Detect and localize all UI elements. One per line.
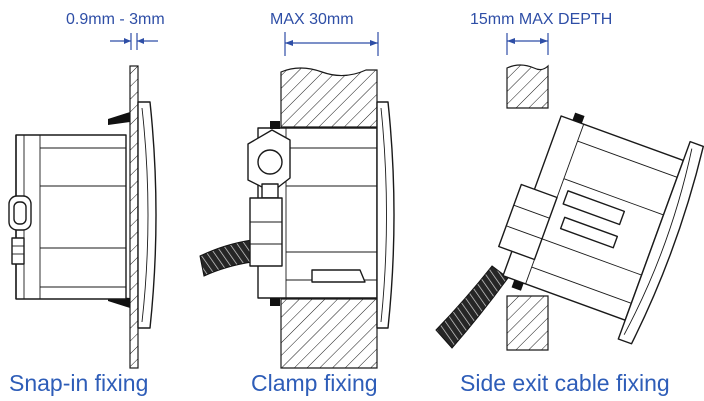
clamp-wall-bottom	[280, 298, 378, 369]
side-exit-dimension-label: 15mm MAX DEPTH	[470, 11, 612, 28]
clamp-dimension: MAX 30mm	[270, 11, 379, 56]
side-exit-wall-bottom	[506, 295, 549, 351]
clamp-caption: Clamp fixing	[251, 370, 378, 396]
snap-in-panel	[129, 65, 139, 369]
side-exit-caption: Side exit cable fixing	[460, 370, 670, 396]
snap-in-dimension-label: 0.9mm - 3mm	[66, 11, 165, 28]
snap-in-caption: Snap-in fixing	[9, 370, 149, 396]
snap-in-dimension: 0.9mm - 3mm	[66, 11, 165, 50]
side-exit-diagram: 15mm MAX DEPTH	[435, 11, 704, 351]
clamp-dimension-label: MAX 30mm	[270, 11, 354, 28]
clamp-wall-top	[280, 67, 378, 128]
side-exit-wall-top	[506, 64, 549, 109]
snap-in-diagram: 0.9mm - 3mm	[8, 11, 165, 369]
clamp-diagram: MAX 30mm	[199, 11, 395, 369]
side-exit-dimension: 15mm MAX DEPTH	[470, 11, 612, 55]
